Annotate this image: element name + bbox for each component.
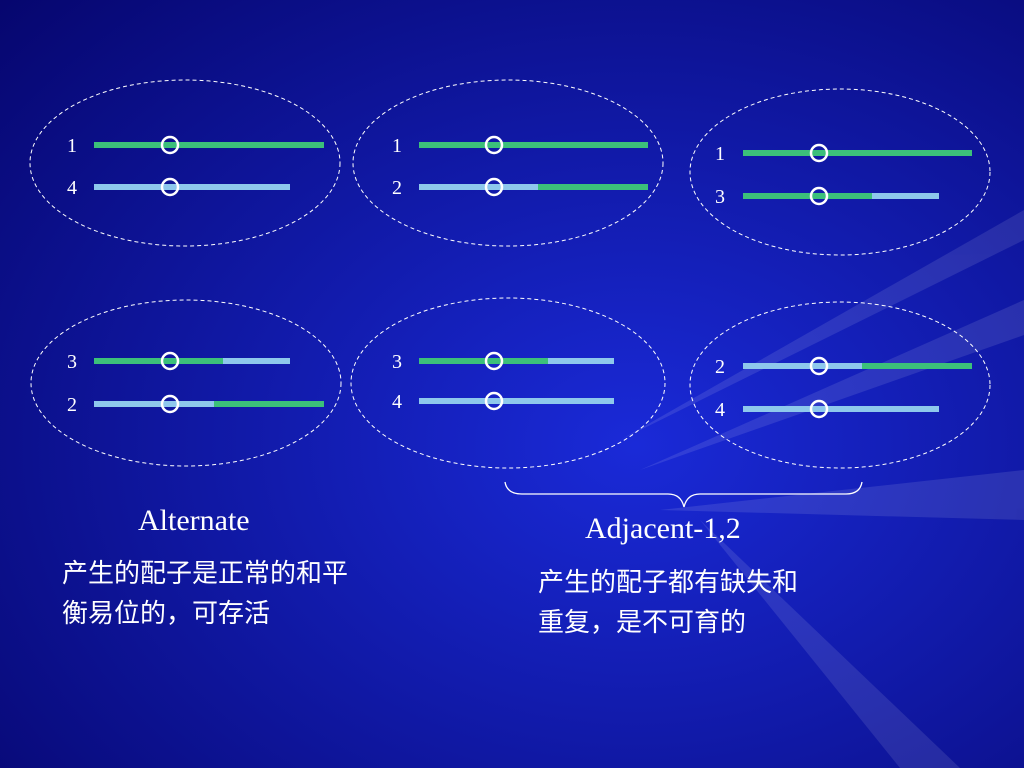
centromere-circle [160,394,180,414]
chromosome-label: 1 [715,143,725,165]
pairing-ellipse [689,88,991,256]
chromosome-label: 4 [715,399,725,421]
chromosome-label: 2 [67,394,77,416]
centromere-circle [809,356,829,376]
adjacent-curly-brace [504,481,863,508]
alternate-description: 产生的配子是正常的和平衡易位的，可存活 [62,559,349,629]
centromere-circle [484,391,504,411]
chromosome-label: 2 [392,177,402,199]
chromosome-label: 2 [715,356,725,378]
pairing-ellipse [30,299,342,467]
centromere-circle [160,177,180,197]
centromere-circle [809,186,829,206]
centromere-circle [484,135,504,155]
chromosome-label: 1 [392,135,402,157]
chromosome-label: 3 [67,351,77,373]
centromere-circle [160,351,180,371]
alternate-title: Alternate [138,504,250,537]
pairing-cell-5: 34 [350,297,666,469]
chromosome-label: 3 [715,186,725,208]
centromere-circle [809,143,829,163]
pairing-ellipse [29,79,341,247]
chromosome-label: 3 [392,351,402,373]
adjacent-description: 产生的配子都有缺失和重复，是不可育的 [538,568,799,638]
pairing-ellipse [689,301,991,469]
pairing-cell-3: 13 [689,88,991,256]
chromosome-label: 4 [392,391,402,413]
pairing-ellipse [352,79,664,247]
centromere-circle [809,399,829,419]
pairing-cell-2: 12 [352,79,664,247]
centromere-circle [484,351,504,371]
chromosome-label: 1 [67,135,77,157]
chromosome-label: 4 [67,177,77,199]
pairing-ellipse [350,297,666,469]
centromere-circle [160,135,180,155]
pairing-cell-6: 24 [689,301,991,469]
adjacent-title: Adjacent-1,2 [585,512,741,545]
background-rays [620,210,1024,768]
pairing-cell-4: 32 [30,299,342,467]
pairing-cell-1: 14 [29,79,341,247]
centromere-circle [484,177,504,197]
